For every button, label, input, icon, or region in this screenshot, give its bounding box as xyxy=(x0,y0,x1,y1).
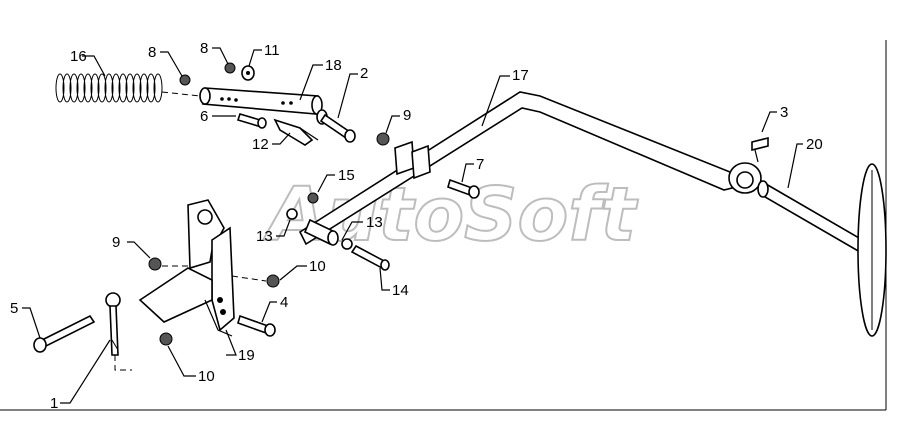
bracket-part-19 xyxy=(138,199,235,337)
bolt-part-2 xyxy=(316,109,356,143)
callout-7: 7 xyxy=(476,156,484,173)
callout-3: 3 xyxy=(780,104,788,121)
callout-17: 17 xyxy=(512,67,529,84)
nut-part-9-upper xyxy=(376,132,390,146)
callout-15: 15 xyxy=(338,167,355,184)
bolt-part-6 xyxy=(236,113,267,129)
leader-lines xyxy=(22,47,803,404)
callout-16: 16 xyxy=(70,48,87,65)
callout-6: 6 xyxy=(200,108,208,125)
clip-part-12 xyxy=(273,118,319,146)
callout-13-left: 13 xyxy=(256,228,273,245)
rod-part-20 xyxy=(757,163,887,337)
callout-labels: 16 8 8 11 18 2 6 12 9 17 3 20 7 15 13 13… xyxy=(10,40,823,412)
nut-part-10-lower xyxy=(159,332,173,346)
callout-18: 18 xyxy=(325,57,342,74)
washer-part-11 xyxy=(241,65,255,81)
sleeve-part-13 xyxy=(303,218,339,246)
bolt-part-4 xyxy=(237,314,276,337)
callout-11: 11 xyxy=(264,42,280,59)
bolt-part-5 xyxy=(33,314,96,353)
callout-8-top: 8 xyxy=(200,40,208,57)
callout-5: 5 xyxy=(10,300,18,317)
nut-part-8-left xyxy=(179,74,191,86)
callout-9-lower: 9 xyxy=(112,234,120,251)
nut-part-9-lower xyxy=(148,257,162,271)
nut-part-15 xyxy=(307,192,319,204)
eyebolt-part-1 xyxy=(105,292,121,356)
pin-part-14 xyxy=(350,244,390,271)
callout-4: 4 xyxy=(280,294,288,311)
callout-14: 14 xyxy=(392,282,409,299)
callout-2: 2 xyxy=(360,65,368,82)
lever-part-17 xyxy=(298,91,762,246)
callout-8-left: 8 xyxy=(148,44,156,61)
callout-13-right: 13 xyxy=(366,214,383,231)
washer-part-13-right xyxy=(341,238,353,250)
callout-1: 1 xyxy=(50,395,58,412)
callout-9-upper: 9 xyxy=(403,107,411,124)
bar-part-18 xyxy=(199,87,323,115)
callout-19: 19 xyxy=(238,347,255,364)
callout-10-lower: 10 xyxy=(198,368,215,385)
callout-10-right: 10 xyxy=(309,258,326,275)
callout-20: 20 xyxy=(806,136,823,153)
screw-part-3 xyxy=(751,136,769,163)
callout-12: 12 xyxy=(252,136,269,153)
nut-part-10-right xyxy=(266,274,280,288)
spring-part-16 xyxy=(55,73,201,103)
nut-part-8-top xyxy=(224,62,236,74)
washer-part-13-left xyxy=(286,208,298,220)
bolt-part-7 xyxy=(447,178,480,199)
